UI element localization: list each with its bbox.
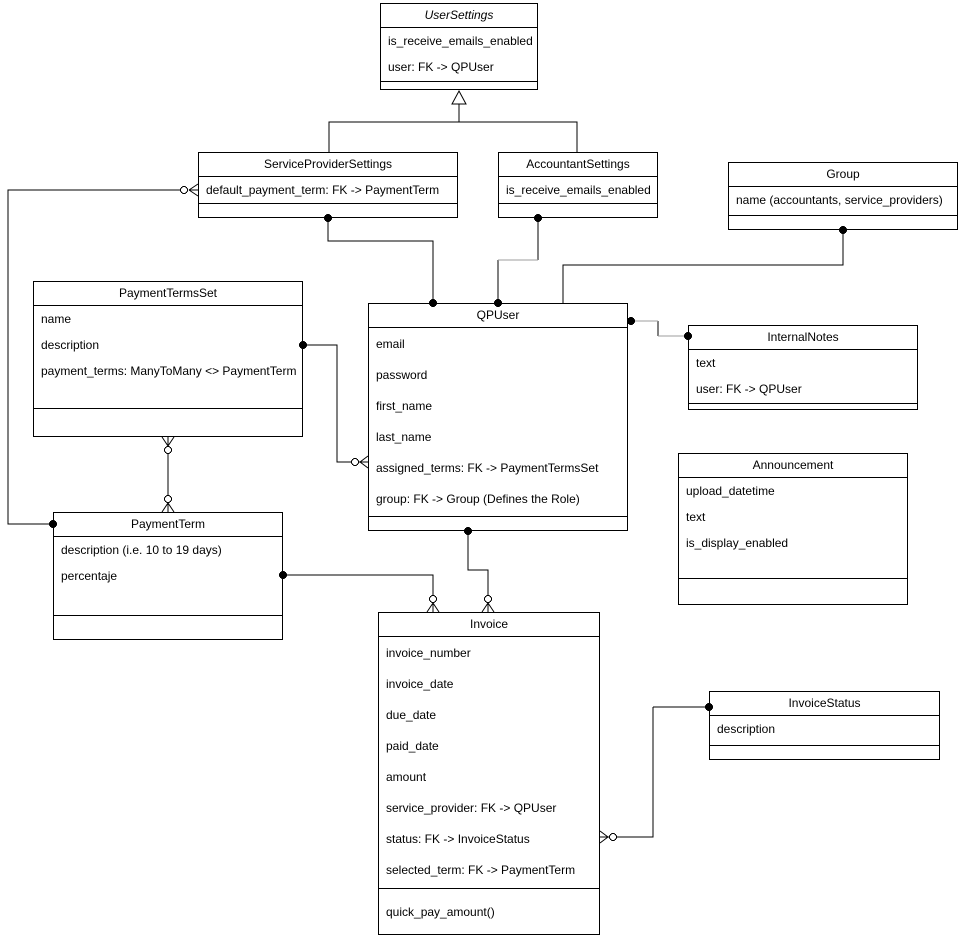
entity-attribute: name (41, 312, 72, 326)
method-compartment: quick_pay_amount() (379, 888, 599, 934)
attribute-section: upload_datetime text is_display_enabled (679, 478, 907, 578)
entity-attribute: user: FK -> QPUser (696, 382, 802, 396)
empty-compartment (34, 408, 302, 436)
empty-compartment (199, 203, 457, 217)
entity-attribute: group: FK -> Group (Defines the Role) (376, 491, 580, 506)
attribute-section: text user: FK -> QPUser (689, 350, 917, 403)
attribute-section: email password first_name last_name assi… (369, 328, 627, 516)
entity-title: AccountantSettings (499, 153, 657, 177)
entity-attribute: password (376, 367, 428, 382)
entity-invoice: Invoice invoice_number invoice_date due_… (378, 612, 600, 935)
entity-title: Group (729, 163, 957, 187)
entity-group: Group name (accountants, service_provide… (728, 162, 958, 230)
attribute-section: description (i.e. 10 to 19 days) percent… (54, 537, 282, 615)
entity-attribute: invoice_number (386, 645, 471, 660)
attribute-section: name (accountants, service_providers) (729, 187, 957, 215)
attribute-section: name description payment_terms: ManyToMa… (34, 306, 302, 408)
entity-qpuser: QPUser email password first_name last_na… (368, 303, 628, 531)
entity-service-provider-settings: ServiceProviderSettings default_payment_… (198, 152, 458, 218)
entity-payment-terms-set: PaymentTermsSet name description payment… (33, 281, 303, 437)
entity-attribute: assigned_terms: FK -> PaymentTermsSet (376, 460, 599, 475)
entity-attribute: service_provider: FK -> QPUser (386, 800, 557, 815)
attribute-section: is_receive_emails_enabled user: FK -> QP… (381, 28, 537, 81)
entity-title: InvoiceStatus (710, 692, 939, 716)
entity-title: QPUser (369, 304, 627, 328)
entity-attribute: selected_term: FK -> PaymentTerm (386, 862, 576, 877)
entity-attribute: text (696, 356, 716, 370)
entity-announcement: Announcement upload_datetime text is_dis… (678, 453, 908, 605)
entity-user-settings: UserSettings is_receive_emails_enabled u… (380, 3, 538, 90)
entity-attribute: percentaje (61, 569, 118, 583)
entity-attribute: is_receive_emails_enabled (388, 34, 533, 48)
entity-internal-notes: InternalNotes text user: FK -> QPUser (688, 325, 918, 410)
entity-attribute: paid_date (386, 738, 439, 753)
entity-attribute: name (accountants, service_providers) (736, 193, 943, 207)
entity-attribute: is_receive_emails_enabled (506, 183, 651, 197)
entity-attribute: text (686, 510, 706, 524)
entity-attribute: description (717, 722, 776, 736)
attribute-section: default_payment_term: FK -> PaymentTerm (199, 177, 457, 203)
entity-attribute: default_payment_term: FK -> PaymentTerm (206, 183, 440, 197)
entity-attribute: is_display_enabled (686, 536, 789, 550)
entity-attribute: last_name (376, 429, 432, 444)
empty-compartment (729, 215, 957, 229)
entity-attribute: status: FK -> InvoiceStatus (386, 831, 530, 846)
entity-method: quick_pay_amount() (386, 904, 495, 919)
entity-attribute: payment_terms: ManyToMany <> PaymentTerm (41, 364, 297, 378)
attribute-section: is_receive_emails_enabled (499, 177, 657, 203)
entity-attribute: user: FK -> QPUser (388, 60, 494, 74)
entity-title: Announcement (679, 454, 907, 478)
empty-compartment (369, 516, 627, 530)
empty-compartment (381, 81, 537, 89)
entity-payment-term: PaymentTerm description (i.e. 10 to 19 d… (53, 512, 283, 640)
entity-attribute: due_date (386, 707, 437, 722)
entity-attribute: description (41, 338, 100, 352)
entity-title: Invoice (379, 613, 599, 637)
entity-title: PaymentTermsSet (34, 282, 302, 306)
entity-title: InternalNotes (689, 326, 917, 350)
empty-compartment (499, 203, 657, 217)
empty-compartment (710, 745, 939, 759)
empty-compartment (54, 615, 282, 639)
entity-title: UserSettings (381, 4, 537, 28)
entity-invoice-status: InvoiceStatus description (709, 691, 940, 760)
entity-attribute: first_name (376, 398, 433, 413)
attribute-section: invoice_number invoice_date due_date pai… (379, 637, 599, 888)
entity-attribute: email (376, 336, 405, 351)
empty-compartment (679, 578, 907, 604)
entity-attribute: upload_datetime (686, 484, 775, 498)
empty-compartment (689, 403, 917, 409)
entity-title: PaymentTerm (54, 513, 282, 537)
entity-attribute: invoice_date (386, 676, 454, 691)
entity-attribute: description (i.e. 10 to 19 days) (61, 543, 222, 557)
entity-attribute: amount (386, 769, 427, 784)
entity-accountant-settings: AccountantSettings is_receive_emails_ena… (498, 152, 658, 218)
attribute-section: description (710, 716, 939, 745)
entity-title: ServiceProviderSettings (199, 153, 457, 177)
